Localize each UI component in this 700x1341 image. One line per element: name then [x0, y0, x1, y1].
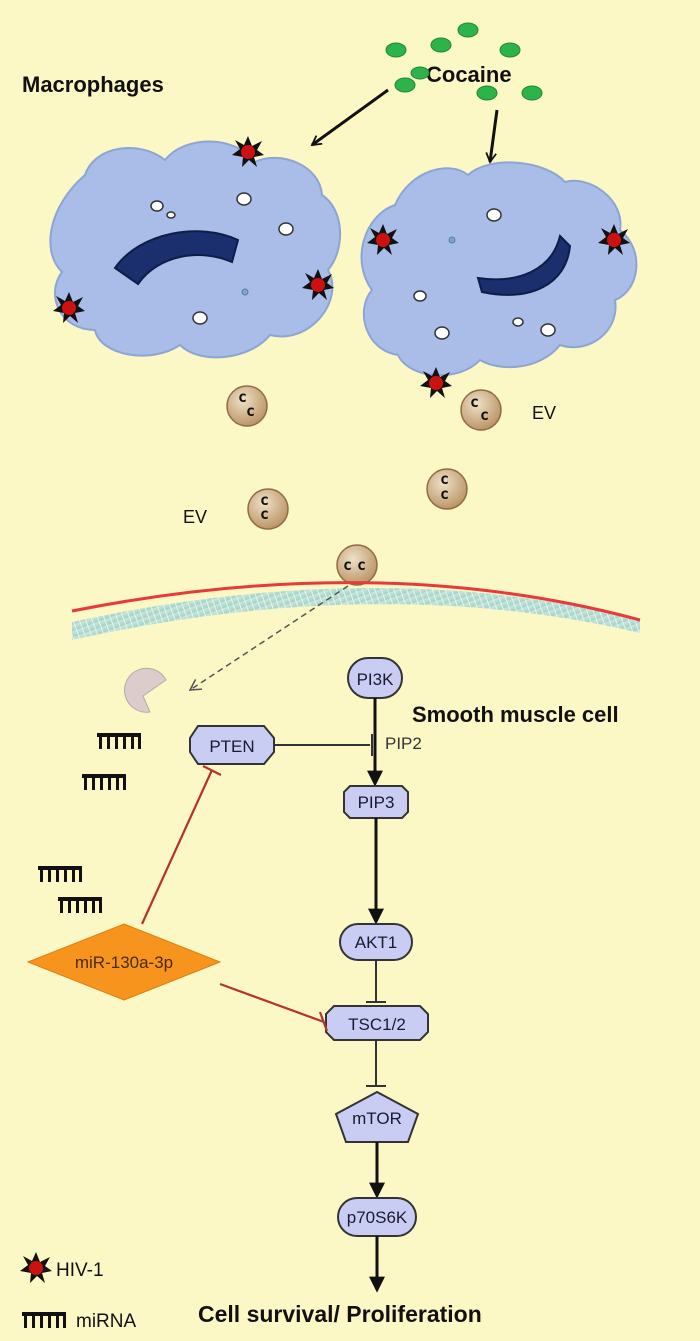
cell-membrane: [71, 581, 641, 640]
ev-label-right: EV: [532, 403, 556, 423]
node-pten: PTEN: [189, 725, 275, 765]
svg-text:c: c: [246, 402, 255, 420]
svg-text:c: c: [260, 491, 269, 509]
legend-mirna-icon: [22, 1312, 66, 1328]
nucleus-right: [476, 234, 572, 296]
pip2-label: PIP2: [385, 734, 422, 753]
mirna-glyph-4: [58, 897, 102, 913]
mirna-glyph-1: [97, 733, 141, 749]
macrophage-right: [360, 161, 638, 377]
svg-text:c: c: [343, 556, 352, 574]
svg-text:miR-130a-3p: miR-130a-3p: [75, 953, 173, 972]
uptake-arrow: [188, 585, 349, 691]
mirna-glyph-3: [38, 866, 82, 882]
macrophages-label: Macrophages: [22, 72, 164, 97]
svg-text:c: c: [480, 406, 489, 424]
inhibit-mir-tsc: [219, 982, 325, 1024]
svg-text:p70S6K: p70S6K: [347, 1208, 408, 1227]
smooth-muscle-label: Smooth muscle cell: [412, 702, 619, 727]
svg-text:AKT1: AKT1: [355, 933, 398, 952]
svg-text:PI3K: PI3K: [357, 670, 395, 689]
svg-text:PIP3: PIP3: [358, 793, 395, 812]
svg-text:c: c: [470, 393, 479, 411]
ev-4: c c: [247, 488, 289, 530]
ev-2: c c: [460, 389, 502, 431]
svg-text:c: c: [440, 485, 449, 503]
legend: HIV-1 miRNA: [20, 1252, 136, 1332]
ev-1: c c: [226, 385, 268, 427]
cocaine-label: Cocaine: [426, 62, 512, 87]
ev-label-left: EV: [183, 507, 207, 527]
svg-text:c: c: [440, 470, 449, 488]
svg-text:mTOR: mTOR: [352, 1109, 402, 1128]
cocaine-arrow-right: [485, 109, 499, 164]
node-pip3: PIP3: [343, 785, 409, 819]
legend-mirna-label: miRNA: [76, 1311, 136, 1332]
svg-text:c: c: [238, 388, 247, 406]
node-tsc: TSC1/2: [325, 1005, 429, 1041]
legend-hiv-icon: [20, 1252, 52, 1283]
released-vesicle: [124, 667, 167, 713]
svg-text:PTEN: PTEN: [209, 737, 254, 756]
node-pi3k: PI3K: [347, 657, 403, 699]
nucleus-left: [113, 230, 240, 286]
cocaine-particles: [385, 22, 543, 101]
node-p70s6k: p70S6K: [337, 1197, 417, 1237]
macrophage-left: [49, 140, 341, 359]
mirna-glyph-2: [82, 774, 126, 790]
svg-text:c: c: [357, 556, 366, 574]
inhibit-mir-pten: [140, 769, 214, 925]
ev-5: c c: [336, 544, 378, 586]
svg-text:TSC1/2: TSC1/2: [348, 1015, 406, 1034]
cocaine-arrow-left: [310, 88, 389, 147]
node-mir130a: miR-130a-3p: [26, 923, 222, 1001]
legend-hiv-label: HIV-1: [56, 1260, 104, 1281]
node-mtor: mTOR: [334, 1090, 420, 1143]
node-akt1: AKT1: [339, 923, 413, 961]
svg-text:c: c: [260, 505, 269, 523]
ev-3: c c: [426, 468, 468, 510]
outcome-label: Cell survival/ Proliferation: [198, 1301, 482, 1327]
